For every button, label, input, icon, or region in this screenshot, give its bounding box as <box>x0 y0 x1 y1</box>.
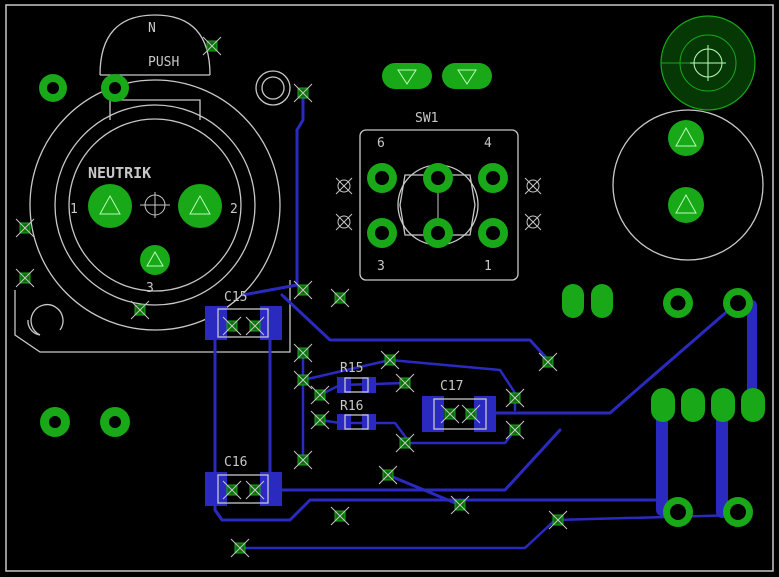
via <box>310 385 330 405</box>
logo-mark: N <box>148 21 156 36</box>
switch-sw1 <box>359 129 519 281</box>
switch-ref-label: SW1 <box>415 111 438 126</box>
xlr-connector <box>14 14 291 353</box>
via <box>461 404 481 424</box>
r16-label: R16 <box>340 399 363 414</box>
neutrik-brand-label: NEUTRIK <box>88 164 151 182</box>
via <box>245 316 265 336</box>
via <box>395 433 415 453</box>
round-component-outline <box>612 109 764 261</box>
via <box>330 506 350 526</box>
push-label: PUSH <box>148 55 179 70</box>
xlr-pin3-label: 3 <box>146 281 154 296</box>
switch-corner-bl: 3 <box>377 259 385 274</box>
via <box>330 288 350 308</box>
via <box>548 510 568 530</box>
via <box>293 83 313 103</box>
c15-label: C15 <box>224 290 247 305</box>
via <box>230 538 250 558</box>
xlr-pin2-label: 2 <box>230 202 238 217</box>
xlr-pin1-label: 1 <box>70 202 78 217</box>
capacitor-c15 <box>205 306 282 340</box>
via <box>505 388 525 408</box>
resistor-r16 <box>337 414 376 430</box>
via <box>310 410 330 430</box>
via <box>202 36 222 56</box>
copper-traces <box>213 91 757 550</box>
vias <box>15 36 568 558</box>
via <box>378 465 398 485</box>
potentiometer <box>660 15 756 111</box>
r15-label: R15 <box>340 361 363 376</box>
resistor-r15 <box>337 377 376 393</box>
switch-corner-tl: 6 <box>377 136 385 151</box>
via <box>130 300 150 320</box>
via <box>538 352 558 372</box>
capacitor-c17 <box>422 396 496 432</box>
via <box>245 480 265 500</box>
via <box>293 450 313 470</box>
c17-label: C17 <box>440 379 463 394</box>
via <box>293 280 313 300</box>
board-outline <box>5 4 774 572</box>
via <box>450 495 470 515</box>
switch-corner-br: 1 <box>484 259 492 274</box>
c16-label: C16 <box>224 455 247 470</box>
via <box>505 420 525 440</box>
through-hole-pads <box>39 63 765 527</box>
via <box>380 350 400 370</box>
via <box>222 316 242 336</box>
switch-corner-tr: 4 <box>484 136 492 151</box>
via <box>293 370 313 390</box>
capacitor-c16 <box>205 472 282 506</box>
via <box>395 373 415 393</box>
via <box>293 343 313 363</box>
via <box>222 480 242 500</box>
via <box>440 404 460 424</box>
via <box>15 218 35 238</box>
via <box>15 268 35 288</box>
switch-mount-marks <box>335 177 542 231</box>
